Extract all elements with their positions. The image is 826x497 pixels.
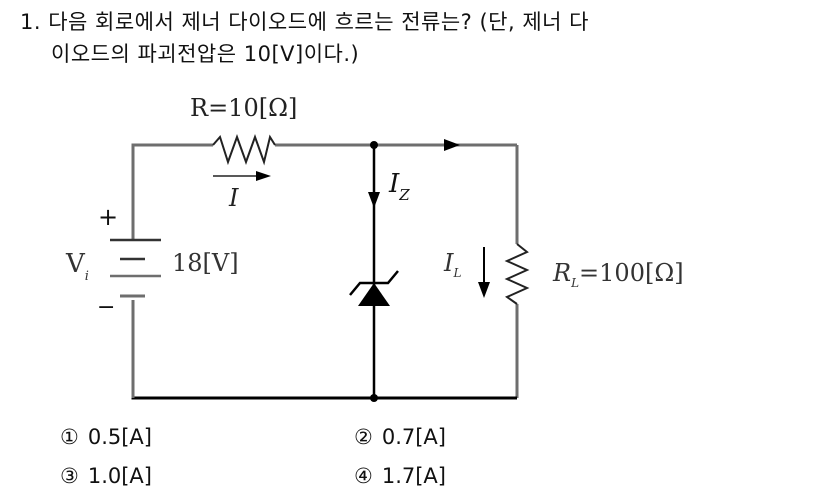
question-text-line-1: 1. 다음 회로에서 제너 다이오드에 흐르는 전류는? (단, 제너 다 (20, 10, 589, 34)
choice-1-number: ① (60, 425, 79, 449)
load-resistor-label: RL=100[Ω] (552, 259, 684, 290)
choice-3-number: ③ (60, 464, 79, 488)
choice-1[interactable]: ① 0.5[A] (60, 427, 152, 448)
load-resistor-icon (504, 243, 530, 305)
choice-2-value: 0.7[A] (381, 425, 446, 449)
choice-2-number: ② (354, 425, 373, 449)
source-vi-label: Vi (65, 249, 89, 284)
choice-4-number: ④ (354, 464, 373, 488)
zener-current-label: IZ (388, 169, 410, 204)
choice-3-value: 1.0[A] (87, 464, 152, 488)
choice-4[interactable]: ④ 1.7[A] (354, 466, 446, 487)
choice-4-value: 1.7[A] (381, 464, 446, 488)
top-wire-arrow-icon (444, 139, 460, 151)
question-text-line-2: 이오드의 파괴전압은 10[V]이다.) (51, 42, 360, 66)
zener-current-arrow-icon (368, 192, 380, 208)
current-arrow-i-icon (213, 171, 271, 181)
source-value-label: 18[V] (172, 249, 239, 277)
resistor-r-label: R=10[Ω] (190, 94, 297, 122)
choice-3[interactable]: ③ 1.0[A] (60, 466, 152, 487)
load-current-arrow-icon (478, 247, 490, 298)
plus-sign: + (98, 203, 118, 231)
wires (131, 143, 519, 400)
minus-sign: − (97, 295, 115, 320)
load-current-label: IL (443, 249, 461, 280)
resistor-r-icon (212, 134, 276, 166)
choice-2[interactable]: ② 0.7[A] (354, 427, 446, 448)
battery-icon (110, 200, 161, 298)
zener-diode-icon (349, 270, 399, 306)
choice-1-value: 0.5[A] (87, 425, 152, 449)
current-i-label: I (228, 184, 239, 212)
